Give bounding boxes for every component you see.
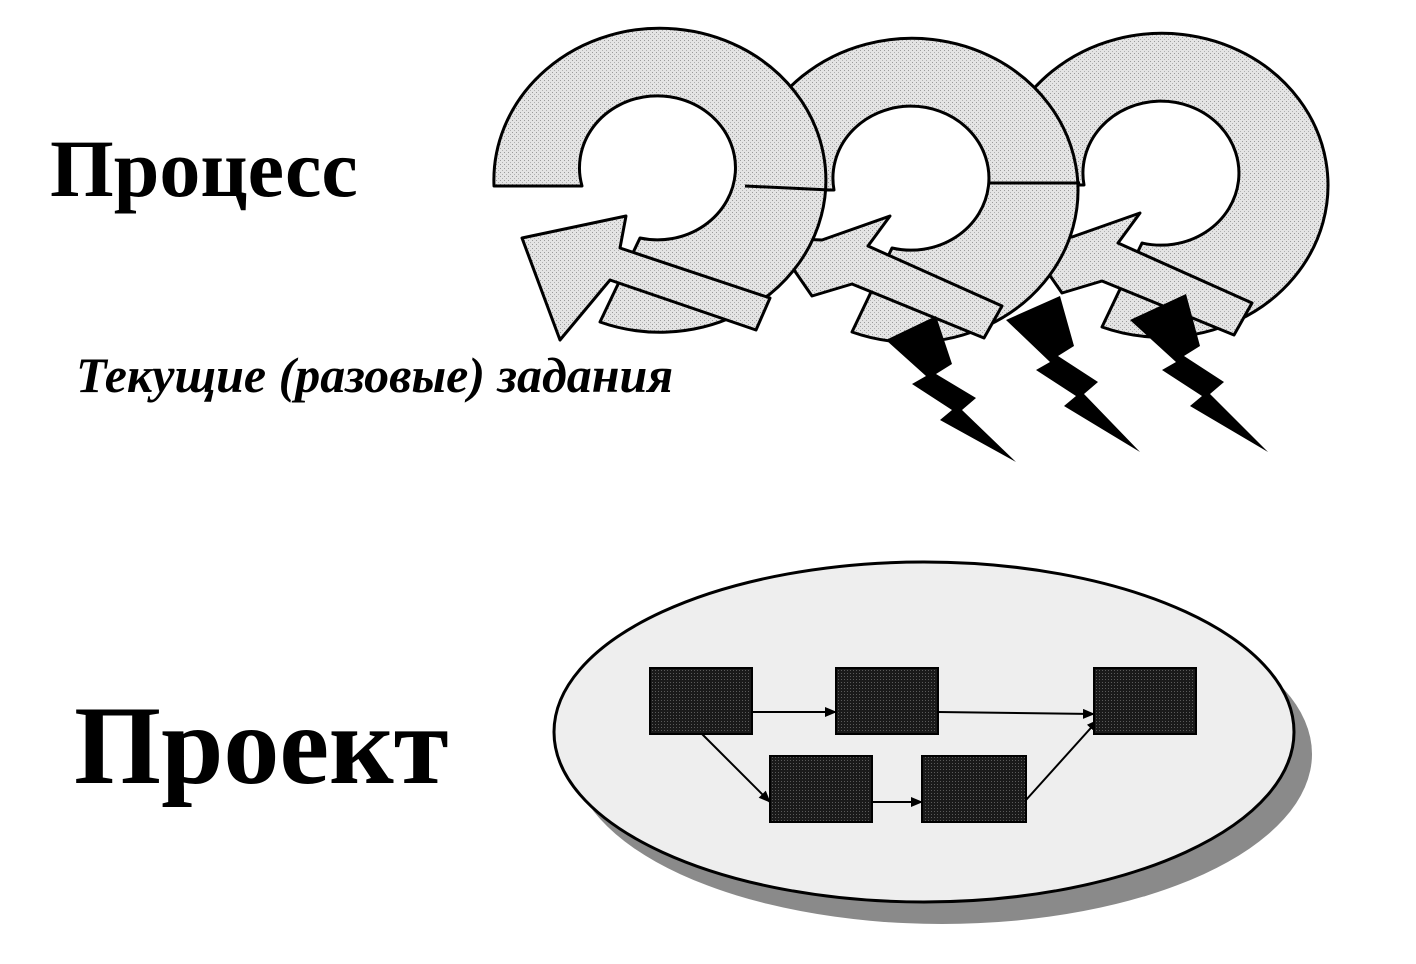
task-box [835,667,939,735]
task-box [1093,667,1197,735]
cycle-arrow-icon [994,31,1330,339]
task-box [769,755,873,823]
link-arrow [1025,719,1099,801]
process-title: Процесс [50,123,358,214]
link-arrow [937,708,1095,719]
task-box [649,667,753,735]
tasks-caption: Текущие (разовые) задания [76,347,674,403]
link-arrow [701,733,771,803]
cycle-arrow-icon [744,36,1080,344]
process-cycles [492,26,1330,344]
lightning-bolts [886,294,1268,462]
lightning-icon [1130,294,1268,452]
project-title: Проект [74,684,449,808]
task-box [921,755,1027,823]
cycle-arrow-icon [492,26,828,342]
lightning-icon [886,316,1016,462]
project-network [552,560,1312,924]
lightning-icon [1006,296,1140,452]
